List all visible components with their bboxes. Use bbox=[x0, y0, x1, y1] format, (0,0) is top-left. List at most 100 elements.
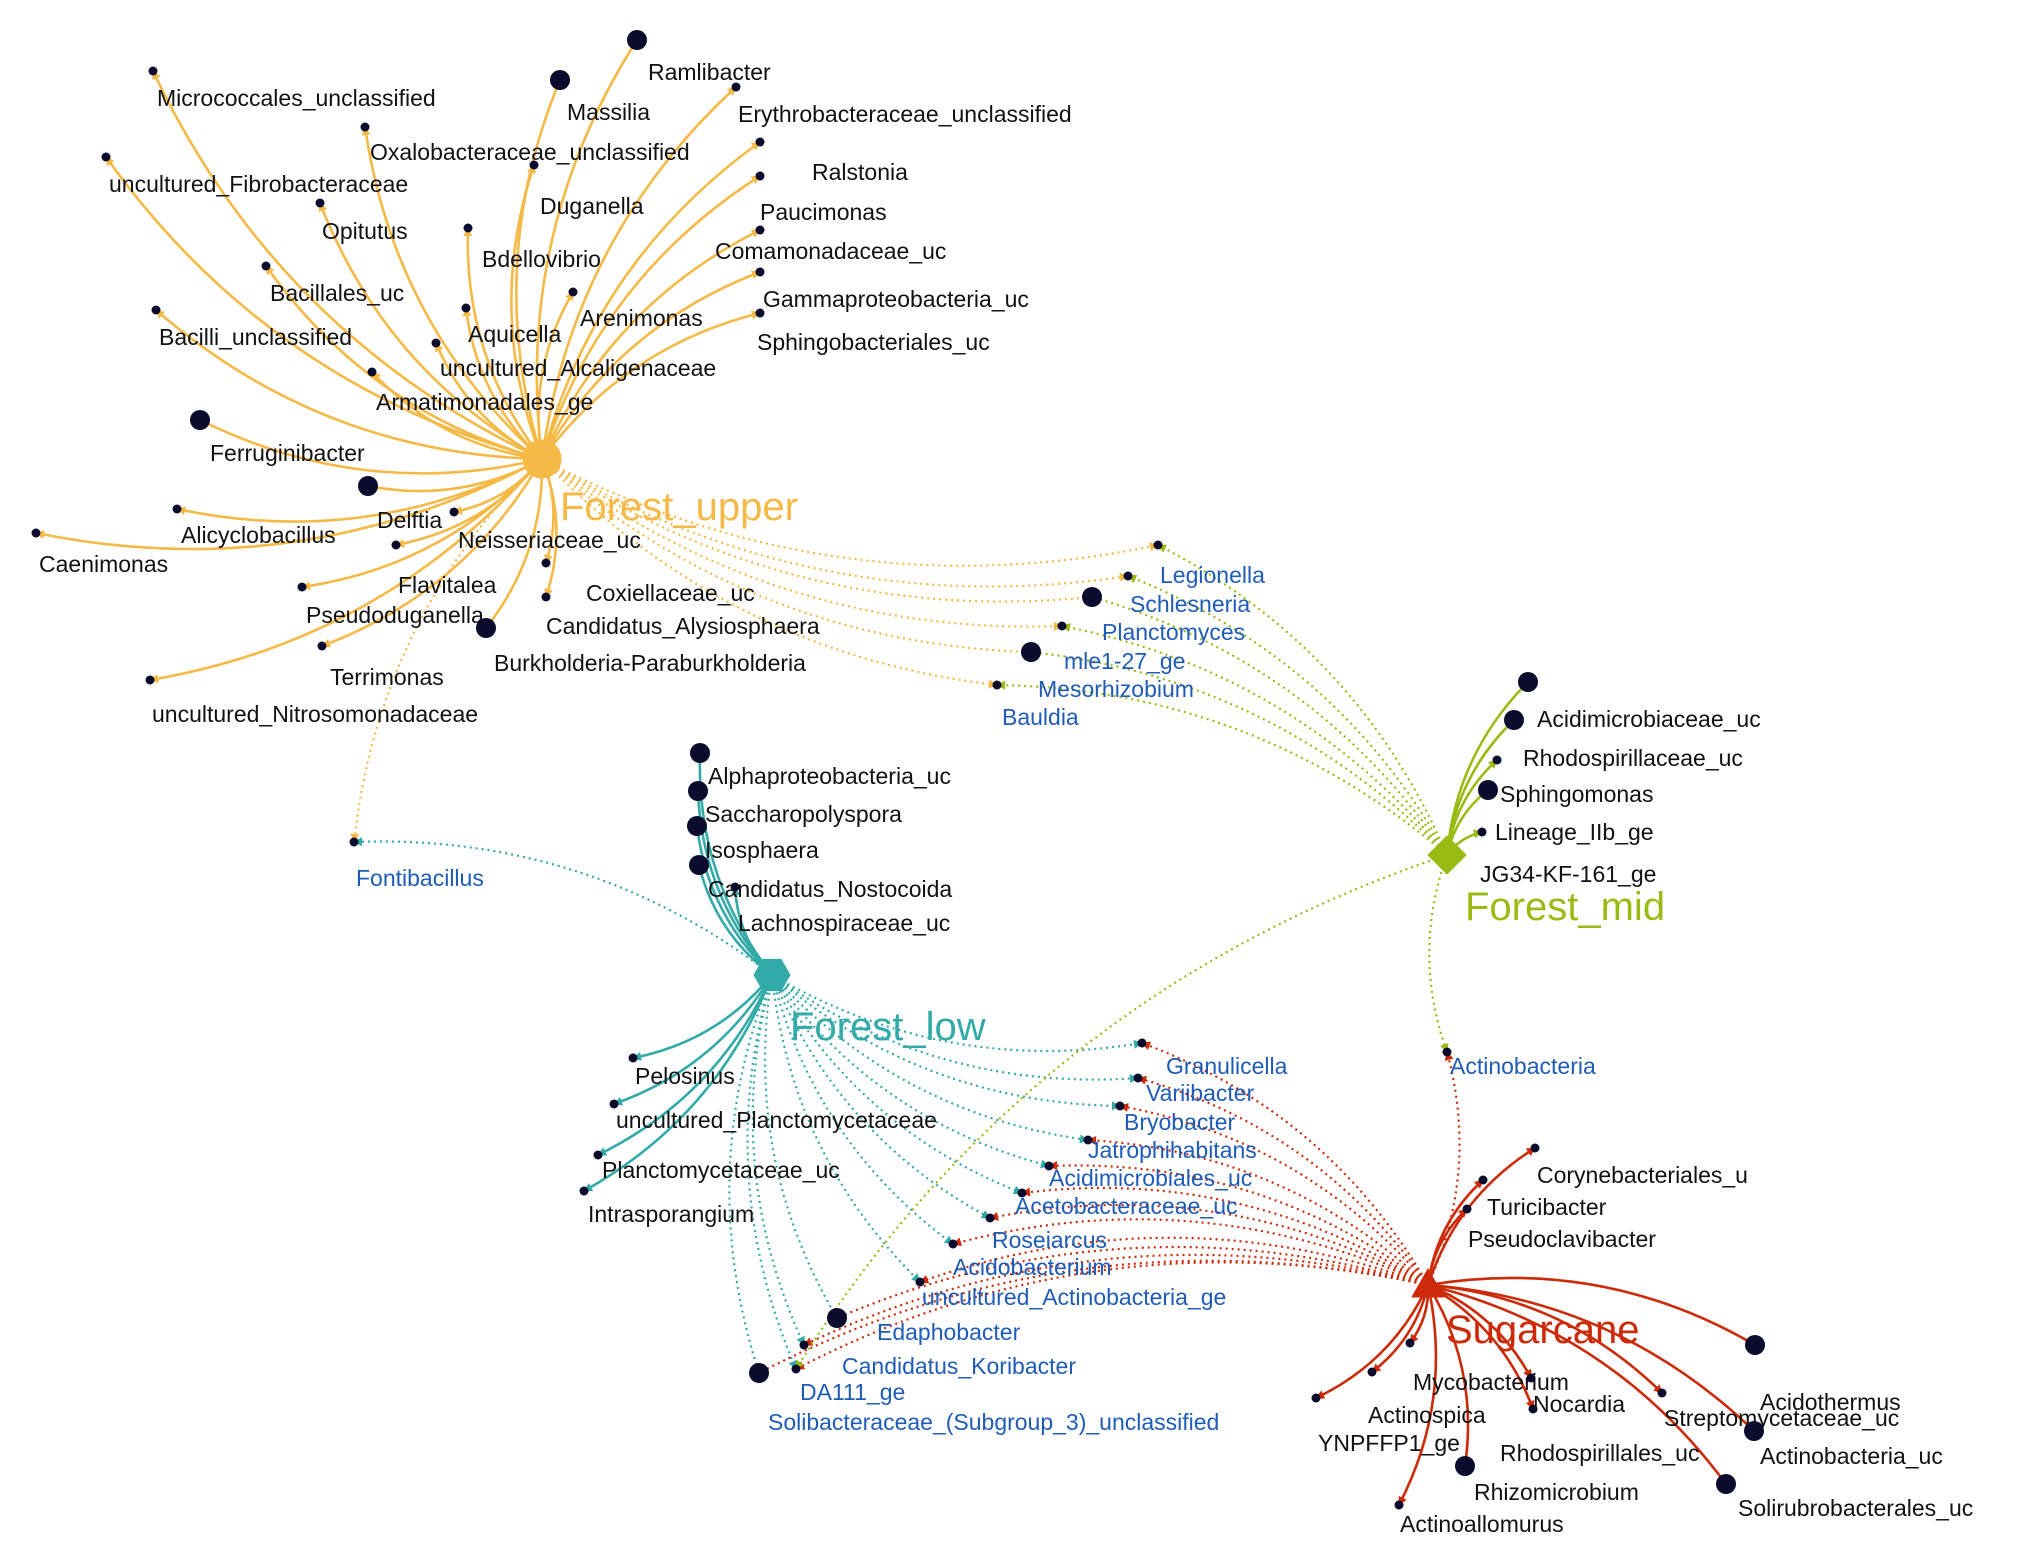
node-roseiarcus[interactable] bbox=[985, 1213, 995, 1223]
edge-mid-legionella bbox=[1157, 544, 1449, 856]
node-ferruginibacter[interactable] bbox=[190, 410, 210, 430]
node-solibacteraceae-subgroup-3-unclassified[interactable] bbox=[749, 1363, 769, 1383]
node-opitutus[interactable] bbox=[315, 198, 325, 208]
node-candidatus-nostocoida[interactable] bbox=[689, 855, 709, 875]
node-rhodospirillales-uc[interactable] bbox=[1528, 1404, 1538, 1414]
edge-upper-micrococcales-unclassified bbox=[151, 70, 543, 461]
node-delftia[interactable] bbox=[358, 476, 378, 496]
node-planctomycetaceae-uc[interactable] bbox=[593, 1150, 603, 1160]
node-coxiellaceae-uc[interactable] bbox=[541, 558, 551, 568]
node-pelosinus[interactable] bbox=[628, 1053, 638, 1063]
node-bdellovibrio[interactable] bbox=[463, 223, 473, 233]
node-ynpffp1-ge[interactable] bbox=[1311, 1393, 1321, 1403]
node-streptomycetaceae-uc[interactable] bbox=[1657, 1388, 1667, 1398]
node-acidimicrobiaceae-uc[interactable] bbox=[1518, 672, 1538, 692]
node-duganella[interactable] bbox=[529, 160, 539, 170]
node-ralstonia[interactable] bbox=[755, 137, 765, 147]
node-bacillales-uc[interactable] bbox=[261, 261, 271, 271]
edge-sugar-granulicella bbox=[1141, 1041, 1429, 1286]
node-label-solirubrobacterales-uc: Solirubrobacterales_uc bbox=[1738, 1495, 1973, 1521]
hub-upper[interactable] bbox=[522, 439, 562, 479]
node-bauldia[interactable] bbox=[992, 680, 1002, 690]
node-acidothermus[interactable] bbox=[1745, 1335, 1765, 1355]
node-massilia[interactable] bbox=[550, 70, 570, 90]
node-label-ynpffp1-ge: YNPFFP1_ge bbox=[1318, 1430, 1460, 1456]
node-jg34-kf-161-ge[interactable] bbox=[1477, 827, 1487, 837]
node-acidobacterium[interactable] bbox=[948, 1239, 958, 1249]
node-variibacter[interactable] bbox=[1133, 1073, 1143, 1083]
edge-upper-uncultured-nitrosomonadaceae bbox=[149, 458, 543, 684]
edge-upper-oxalobacteraceae-unclassified bbox=[361, 126, 543, 460]
node-caenimonas[interactable] bbox=[31, 528, 41, 538]
node-flavitalea[interactable] bbox=[391, 540, 401, 550]
node-mle1-27-ge[interactable] bbox=[1057, 621, 1067, 631]
node-label-ramlibacter: Ramlibacter bbox=[648, 59, 771, 85]
node-uncultured-nitrosomonadaceae[interactable] bbox=[145, 675, 155, 685]
hub-sugar[interactable] bbox=[1411, 1267, 1445, 1298]
node-bacilli-unclassified[interactable] bbox=[151, 305, 161, 315]
edge-low-uncultured-planctomycetaceae bbox=[613, 974, 774, 1106]
node-sphingomonas[interactable] bbox=[1492, 755, 1502, 765]
node-acidimicrobiales-uc[interactable] bbox=[1044, 1161, 1054, 1171]
edge-low-acetobacteraceae-uc bbox=[771, 974, 1023, 1195]
node-arenimonas[interactable] bbox=[568, 287, 578, 297]
node-planctomyces[interactable] bbox=[1082, 587, 1102, 607]
node-actinobacteria[interactable] bbox=[1442, 1047, 1452, 1057]
edge-upper-burkholderia-paraburkholderia bbox=[484, 458, 544, 629]
node-uncultured-fibrobacteraceae[interactable] bbox=[101, 152, 111, 162]
node-micrococcales-unclassified[interactable] bbox=[148, 66, 158, 76]
node-actinobacteria-uc[interactable] bbox=[1744, 1421, 1764, 1441]
node-mesorhizobium[interactable] bbox=[1021, 642, 1041, 662]
node-comamonadaceae-uc[interactable] bbox=[755, 225, 765, 235]
node-nocardia[interactable] bbox=[1526, 1373, 1536, 1383]
node-alicyclobacillus[interactable] bbox=[172, 504, 182, 514]
node-burkholderia-paraburkholderia[interactable] bbox=[476, 618, 496, 638]
node-neisseriaceae-uc[interactable] bbox=[449, 507, 459, 517]
node-turicibacter[interactable] bbox=[1478, 1175, 1488, 1185]
node-lineage-iib-ge[interactable] bbox=[1478, 780, 1498, 800]
hub-mid[interactable] bbox=[1427, 835, 1467, 875]
node-label-aquicella: Aquicella bbox=[468, 321, 562, 347]
node-fontibacillus[interactable] bbox=[349, 837, 359, 847]
node-terrimonas[interactable] bbox=[317, 641, 327, 651]
node-legionella[interactable] bbox=[1153, 540, 1163, 550]
node-jatrophihabitans[interactable] bbox=[1083, 1135, 1093, 1145]
node-intrasporangium[interactable] bbox=[579, 1186, 589, 1196]
node-bryobacter[interactable] bbox=[1115, 1101, 1125, 1111]
node-candidatus-koribacter[interactable] bbox=[799, 1340, 809, 1350]
node-uncultured-planctomycetaceae[interactable] bbox=[609, 1099, 619, 1109]
node-pseudoduganella[interactable] bbox=[297, 582, 307, 592]
node-pseudoclavibacter[interactable] bbox=[1462, 1204, 1472, 1214]
node-label-actinobacteria-uc: Actinobacteria_uc bbox=[1760, 1443, 1943, 1469]
node-ramlibacter[interactable] bbox=[627, 30, 647, 50]
node-erythrobacteraceae-unclassified[interactable] bbox=[731, 82, 741, 92]
node-aquicella[interactable] bbox=[461, 303, 471, 313]
node-lachnospiraceae-uc[interactable] bbox=[730, 882, 740, 892]
node-granulicella[interactable] bbox=[1137, 1038, 1147, 1048]
node-solirubrobacterales-uc[interactable] bbox=[1716, 1474, 1736, 1494]
node-actinoallomurus[interactable] bbox=[1394, 1500, 1404, 1510]
node-mycobacterium[interactable] bbox=[1405, 1338, 1415, 1348]
hub-low[interactable] bbox=[753, 958, 791, 992]
node-uncultured-actinobacteria-ge[interactable] bbox=[915, 1277, 925, 1287]
node-saccharopolyspora[interactable] bbox=[688, 781, 708, 801]
node-paucimonas[interactable] bbox=[755, 171, 765, 181]
edge-low-uncultured-actinobacteria-ge bbox=[770, 974, 921, 1283]
node-oxalobacteraceae-unclassified[interactable] bbox=[360, 122, 370, 132]
node-actinospica[interactable] bbox=[1367, 1367, 1377, 1377]
node-gammaproteobacteria-uc[interactable] bbox=[755, 267, 765, 277]
node-sphingobacteriales-uc[interactable] bbox=[755, 308, 765, 318]
node-corynebacteriales-u[interactable] bbox=[1530, 1143, 1540, 1153]
node-alphaproteobacteria-uc[interactable] bbox=[690, 743, 710, 763]
node-edaphobacter[interactable] bbox=[827, 1308, 847, 1328]
node-da111-ge[interactable] bbox=[791, 1364, 801, 1374]
node-schlesneria[interactable] bbox=[1123, 571, 1133, 581]
node-acetobacteraceae-uc[interactable] bbox=[1017, 1188, 1027, 1198]
node-candidatus-alysiosphaera[interactable] bbox=[541, 592, 551, 602]
node-rhizomicrobium[interactable] bbox=[1455, 1456, 1475, 1476]
node-isosphaera[interactable] bbox=[687, 816, 707, 836]
node-uncultured-alcaligenaceae[interactable] bbox=[431, 338, 441, 348]
node-armatimonadales-ge[interactable] bbox=[367, 367, 377, 377]
node-rhodospirillaceae-uc[interactable] bbox=[1504, 710, 1524, 730]
node-label-terrimonas: Terrimonas bbox=[330, 664, 444, 690]
